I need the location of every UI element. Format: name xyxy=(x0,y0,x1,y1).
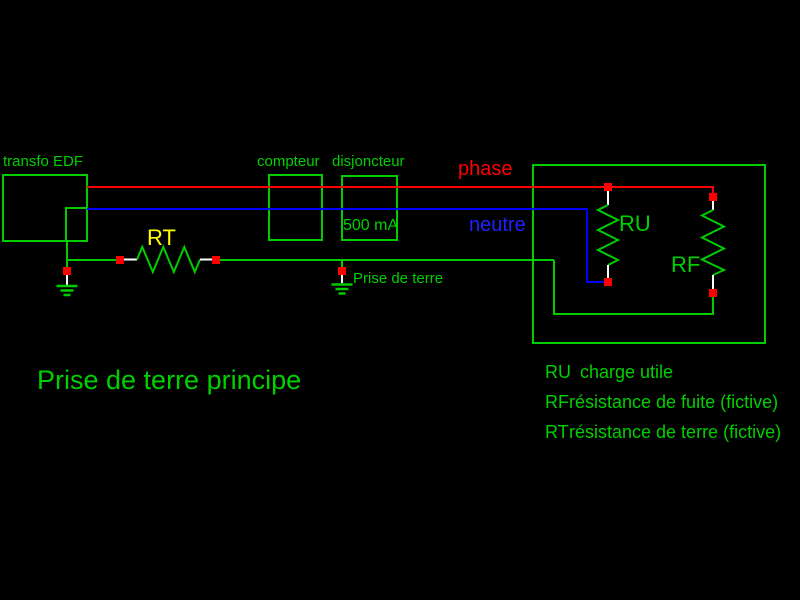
rt-left-node xyxy=(116,256,124,264)
phase-wire xyxy=(87,186,714,193)
rt-resistor xyxy=(116,244,220,275)
transfo-ground xyxy=(56,267,78,297)
legend-desc-rt: résistance de terre (fictive) xyxy=(569,422,781,442)
disjoncteur-label: disjoncteur xyxy=(332,153,405,170)
rt-zigzag xyxy=(136,244,201,275)
legend-desc-rf: résistance de fuite (fictive) xyxy=(569,392,778,412)
legend-key-rf: RF xyxy=(545,392,569,412)
ru-top-node xyxy=(604,183,612,191)
ru-zigzag xyxy=(595,204,621,266)
rf-bottom-node xyxy=(709,289,717,297)
neutre-wire-label: neutre xyxy=(469,214,526,236)
prise-de-terre-label: Prise de terre xyxy=(353,270,443,287)
earth-wire-return-segment xyxy=(553,260,714,315)
rt-label: RT xyxy=(147,225,176,250)
transfo-secondary-box xyxy=(65,207,88,242)
prise-de-terre-ground xyxy=(331,267,353,295)
disjoncteur-rating-label: 500 mA xyxy=(343,217,398,234)
compteur-label: compteur xyxy=(257,153,320,170)
installation-box xyxy=(532,164,766,344)
ru-bottom-node xyxy=(604,278,612,286)
legend-key-rt: RT xyxy=(545,422,569,442)
rf-top-node xyxy=(709,193,717,201)
legend-desc-ru: charge utile xyxy=(580,362,673,382)
legend: RU charge utile RF résistance de fuite (… xyxy=(545,362,781,442)
transfo-edf-label: transfo EDF xyxy=(3,153,83,170)
ground-symbol-prise xyxy=(331,283,353,295)
ground-symbol-transfo xyxy=(56,284,78,297)
compteur-box xyxy=(268,174,323,241)
rf-label: RF xyxy=(671,252,700,277)
rf-resistor xyxy=(699,193,727,297)
rt-right-node xyxy=(212,256,220,264)
ru-label: RU xyxy=(619,211,651,236)
rf-zigzag xyxy=(699,209,727,276)
phase-wire-label: phase xyxy=(458,158,513,180)
transfo-edf-box xyxy=(2,174,88,242)
transfo-ground-node xyxy=(63,267,71,275)
ru-resistor xyxy=(595,183,621,286)
legend-key-ru: RU xyxy=(545,362,571,382)
prise-ground-node xyxy=(338,267,346,275)
earth-wire xyxy=(66,241,714,315)
neutre-wire xyxy=(87,208,604,283)
diagram-title: Prise de terre principe xyxy=(37,365,301,395)
